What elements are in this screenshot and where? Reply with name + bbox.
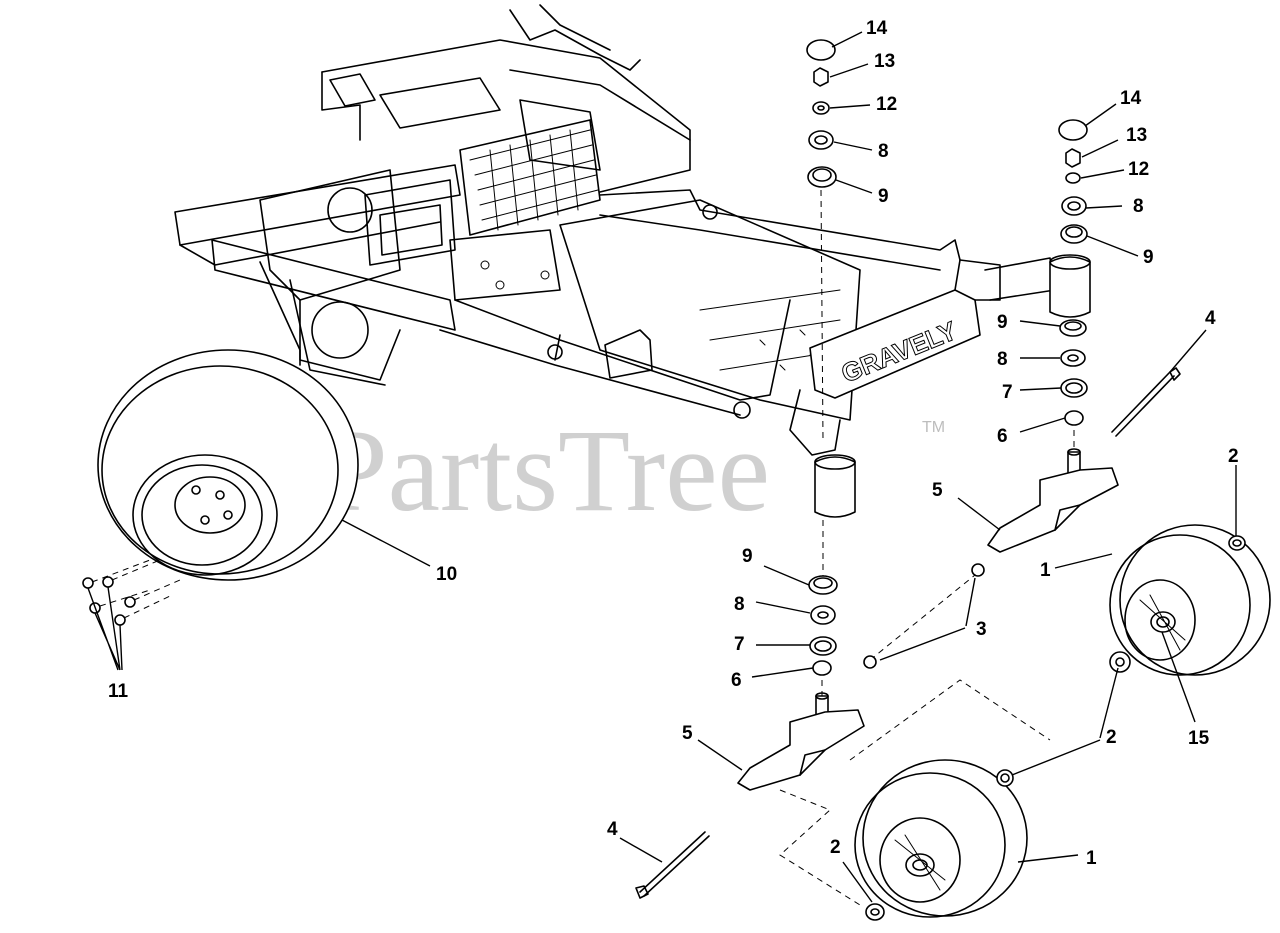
callout-2-right-top: 2 bbox=[1228, 446, 1239, 467]
callout-8-left: 8 bbox=[878, 141, 889, 162]
callout-13-left: 13 bbox=[874, 51, 895, 72]
left-front-wheel bbox=[854, 759, 1028, 918]
callout-15: 15 bbox=[1188, 728, 1210, 749]
callout-5-left: 5 bbox=[682, 723, 693, 744]
watermark: PartsTree TM bbox=[322, 405, 945, 536]
callout-8-right: 8 bbox=[1133, 196, 1144, 217]
watermark-text: PartsTree bbox=[322, 405, 770, 536]
chassis-frame: GRAVELY bbox=[174, 4, 1091, 518]
left-kingpin-hardware-stack bbox=[806, 39, 837, 441]
callout-2-right-mid: 2 bbox=[1106, 727, 1117, 748]
rear-wheel bbox=[97, 349, 359, 581]
callout-numbers: 14 13 12 8 9 14 13 12 8 9 9 8 7 6 4 5 2 … bbox=[108, 18, 1239, 869]
right-axle-bolt bbox=[1111, 367, 1181, 437]
alignment-lines bbox=[779, 574, 1051, 906]
callout-6-left-lower: 6 bbox=[731, 670, 742, 691]
callout-7-left-lower: 7 bbox=[734, 634, 745, 655]
right-kingpin-lower-stack bbox=[1059, 319, 1088, 450]
right-front-wheel bbox=[1109, 524, 1271, 676]
callout-10: 10 bbox=[436, 564, 457, 585]
callout-14-right: 14 bbox=[1120, 88, 1142, 109]
callout-9-right-lower: 9 bbox=[997, 312, 1008, 333]
callout-13-right: 13 bbox=[1126, 125, 1147, 146]
callout-7-right-lower: 7 bbox=[1002, 382, 1013, 403]
callout-6-right-lower: 6 bbox=[997, 426, 1008, 447]
callout-12-left: 12 bbox=[876, 94, 897, 115]
callout-11: 11 bbox=[108, 681, 129, 702]
callout-12-right: 12 bbox=[1128, 159, 1149, 180]
callout-9-left-lower: 9 bbox=[742, 546, 753, 567]
callout-9-right: 9 bbox=[1143, 247, 1154, 268]
right-caster-fork bbox=[987, 448, 1119, 553]
callout-8-right-lower: 8 bbox=[997, 349, 1008, 370]
callout-8-left-lower: 8 bbox=[734, 594, 745, 615]
callout-5-right: 5 bbox=[932, 480, 943, 501]
left-front-wheel-nuts bbox=[865, 769, 1014, 921]
callout-3: 3 bbox=[976, 619, 987, 640]
right-kingpin-hardware-stack bbox=[1058, 119, 1088, 244]
nut-3 bbox=[863, 655, 877, 669]
left-caster-fork bbox=[737, 692, 865, 791]
left-axle-bolt bbox=[635, 831, 710, 899]
callout-2-left-bottom: 2 bbox=[830, 837, 841, 858]
callout-4-left: 4 bbox=[607, 819, 618, 840]
callout-14-left: 14 bbox=[866, 18, 888, 39]
callout-1-right: 1 bbox=[1040, 560, 1051, 581]
right-wheel-nuts bbox=[971, 535, 1246, 673]
callout-4-right: 4 bbox=[1205, 308, 1216, 329]
watermark-trademark: TM bbox=[922, 419, 945, 436]
callout-1-left: 1 bbox=[1086, 848, 1097, 869]
callout-9-left: 9 bbox=[878, 186, 889, 207]
left-kingpin-lower-stack bbox=[808, 520, 838, 696]
leader-lines bbox=[87, 31, 1237, 903]
